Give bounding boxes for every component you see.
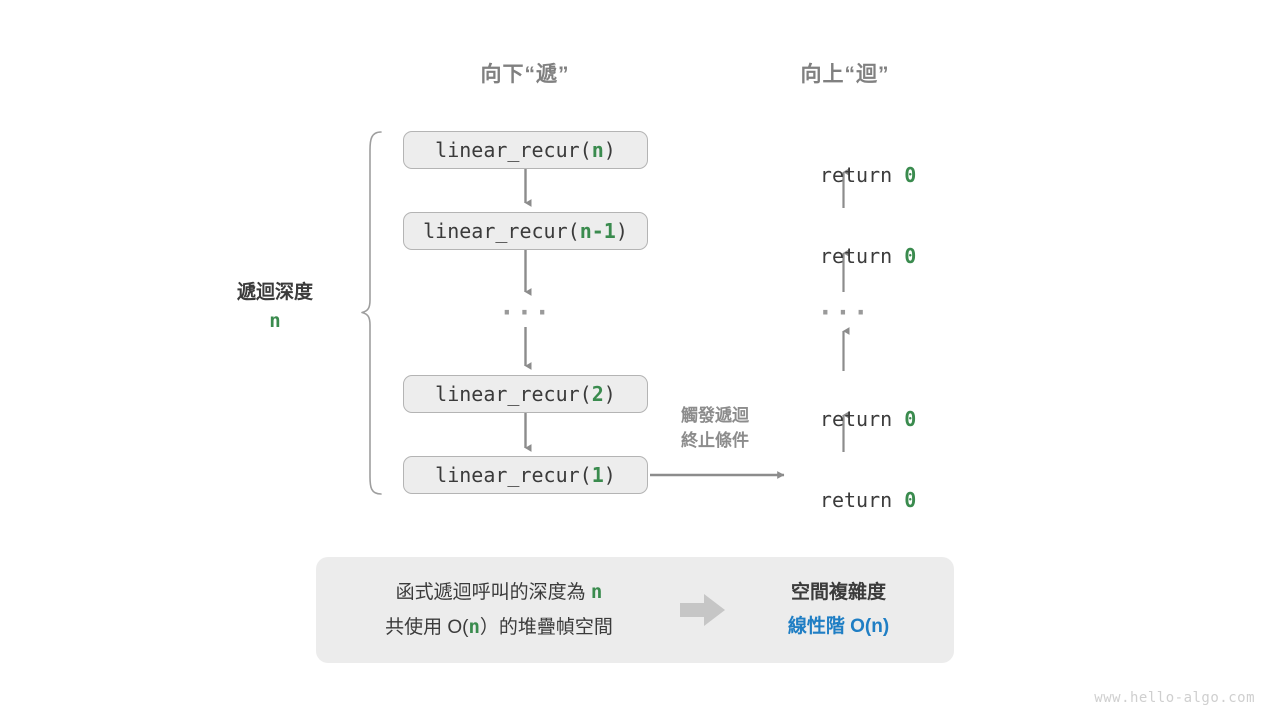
summary-line-1-n: n	[590, 580, 603, 603]
return-label-4: return 0	[760, 464, 928, 536]
ellipsis-ascend: ···	[817, 298, 871, 328]
summary-line-2-n: n	[468, 616, 480, 638]
call-suffix: )	[603, 382, 616, 406]
summary-line-2-pre: 共使用 O(	[385, 617, 469, 638]
complexity-title: 空間複雜度	[790, 581, 886, 603]
summary-panel: 函式遞迴呼叫的深度為 n 共使用 O(n）的堆疊幀空間 空間複雜度 線性階 O(…	[316, 557, 954, 663]
call-arg: 1	[591, 463, 604, 487]
return-label-2: return 0	[760, 220, 928, 292]
call-suffix: )	[615, 219, 628, 243]
return-value: 0	[904, 163, 917, 187]
call-box-n: linear_recur(n)	[403, 131, 648, 169]
return-value: 0	[904, 407, 917, 431]
ellipsis-descend: ···	[499, 298, 552, 328]
return-value: 0	[904, 244, 917, 268]
base-case-note-line: 觸發遞迴	[681, 406, 749, 425]
heading-descend: 向下“遞”	[480, 63, 570, 86]
call-arg: n-1	[579, 219, 616, 243]
summary-line-1: 函式遞迴呼叫的深度為 n	[327, 575, 672, 610]
return-keyword: return	[819, 163, 905, 187]
summary-line-1-text: 函式遞迴呼叫的深度為	[395, 581, 591, 603]
return-keyword: return	[819, 407, 905, 431]
recursion-depth-text: 遞迴深度	[236, 282, 313, 303]
call-arg: n	[591, 138, 604, 162]
call-prefix: linear_recur(	[423, 219, 580, 243]
recursion-depth-value: n	[269, 310, 281, 333]
call-box-2: linear_recur(2)	[403, 375, 648, 413]
call-box-1: linear_recur(1)	[403, 456, 648, 494]
complexity-value: 線性階 O(n)	[787, 616, 890, 637]
summary-line-2-post: ）的堆疊幀空間	[479, 617, 613, 638]
base-case-note-line: 終止條件	[681, 430, 749, 450]
call-arg: 2	[591, 382, 604, 406]
recursion-depth-label: 遞迴深度 n	[195, 278, 355, 337]
call-prefix: linear_recur(	[435, 138, 592, 162]
return-value: 0	[904, 488, 917, 512]
heading-ascend: 向上“迴”	[800, 63, 890, 86]
call-suffix: )	[603, 463, 616, 487]
return-label-3: return 0	[760, 383, 928, 455]
right-arrow-icon	[679, 594, 725, 626]
watermark: www.hello-algo.com	[1094, 690, 1255, 706]
summary-arrow-wrap	[672, 593, 734, 627]
return-label-1: return 0	[760, 139, 928, 211]
summary-conclusion: 空間複雜度 線性階 O(n)	[734, 576, 944, 644]
return-keyword: return	[819, 244, 905, 268]
base-case-note: 觸發遞迴終止條件	[650, 404, 780, 453]
call-box-n-minus-1: linear_recur(n-1)	[403, 212, 648, 250]
summary-description: 函式遞迴呼叫的深度為 n 共使用 O(n）的堆疊幀空間	[327, 575, 672, 645]
depth-brace	[361, 131, 382, 495]
summary-line-2: 共使用 O(n）的堆疊幀空間	[327, 610, 672, 645]
call-prefix: linear_recur(	[435, 382, 592, 406]
return-keyword: return	[819, 488, 905, 512]
call-prefix: linear_recur(	[435, 463, 592, 487]
call-suffix: )	[603, 138, 616, 162]
